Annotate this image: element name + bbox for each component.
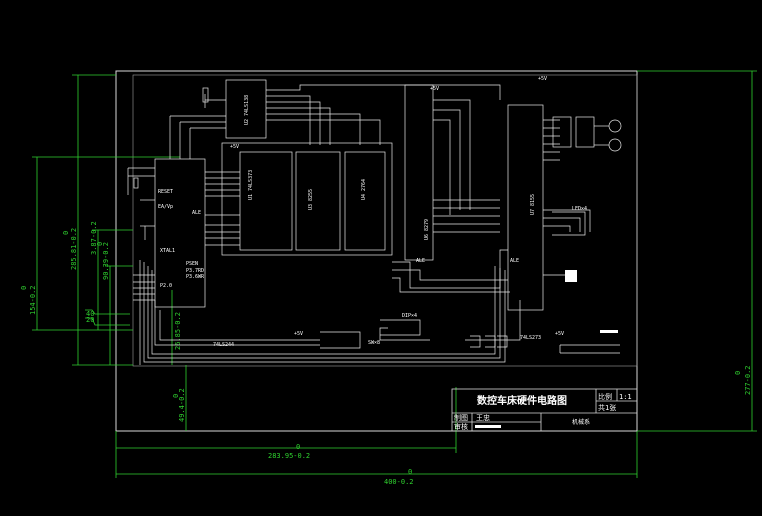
label-reset: RESET <box>158 189 173 195</box>
resistor-bar <box>600 330 618 333</box>
label-supply5: +5V <box>555 331 564 337</box>
dim-left-mid1: 3.87-0.2 <box>90 221 98 255</box>
outer-frame <box>115 70 638 432</box>
dim-left-small: 26.85-0.2 <box>174 312 182 350</box>
title-block-check-label: 审核 <box>454 422 468 431</box>
title-block <box>451 388 638 432</box>
dim-zero-1: 0 <box>62 231 70 235</box>
dim-zero-7: 0 <box>734 371 742 375</box>
dim-left-small2: 40 <box>86 310 94 318</box>
dim-zero-6: 0 <box>408 468 412 476</box>
label-u6: U6 8279 <box>424 219 430 240</box>
label-supply3: +5V <box>538 76 547 82</box>
dim-left-far: 154-0.2 <box>29 285 37 315</box>
label-ale3: ALE <box>510 258 519 264</box>
label-u3: U3 8255 <box>308 189 314 210</box>
title-block-drawn-label: 制图 <box>454 413 468 422</box>
label-p20: P2.0 <box>160 283 172 289</box>
label-u4: U4 2764 <box>361 179 367 200</box>
title-block-drawn-name: 王忠 <box>476 414 490 422</box>
title-block-school: 机械系 <box>572 418 590 426</box>
label-supply4: +5V <box>294 331 303 337</box>
dim-zero-4: 0 <box>172 394 180 398</box>
led-indicator <box>565 270 577 282</box>
title-block-sheet: 共1张 <box>598 403 616 412</box>
dimension-lines <box>32 70 757 478</box>
dim-left-bottom: 49.4-0.2 <box>178 388 186 422</box>
label-supply2: +5V <box>430 86 439 92</box>
label-u7: U7 8155 <box>530 194 536 215</box>
dim-zero-5: 0 <box>296 443 300 451</box>
dim-bottom-outer: 400-0.2 <box>384 478 414 486</box>
title-block-bar <box>475 425 501 428</box>
label-ale2: ALE <box>416 258 425 264</box>
label-wr: P3.6WR <box>186 274 205 280</box>
label-dip: DIP×4 <box>402 313 417 319</box>
label-xtal: XTAL1 <box>160 248 175 254</box>
label-display: LED×4 <box>572 206 587 212</box>
label-sw: SW×8 <box>368 340 380 346</box>
title-block-scale-label: 比例 <box>598 392 612 401</box>
dim-right-outer: 277-0.2 <box>744 365 752 395</box>
label-supply: +5V <box>230 144 239 150</box>
title-block-title: 数控车床硬件电路图 <box>477 394 567 407</box>
label-ale: ALE <box>192 210 201 216</box>
dim-left-mid2: 90.39-0.2 <box>102 242 110 280</box>
dim-zero-3: 0 <box>20 286 28 290</box>
dim-zero-2: 0 <box>96 242 104 246</box>
title-block-scale-value: 1:1 <box>619 393 632 401</box>
dim-left-small3: 20 <box>86 316 94 324</box>
dim-left-outer: 285.81-0.2 <box>70 228 78 270</box>
label-ea: EA/Vp <box>158 204 173 210</box>
label-rd: P3.7RD <box>186 268 204 274</box>
dim-bottom-inner: 283.95-0.2 <box>268 452 310 460</box>
label-ls273: 74LS273 <box>520 335 541 341</box>
label-u2: U2 74LS138 <box>244 95 250 125</box>
label-u1: U1 74LS373 <box>248 170 254 200</box>
schematic-wires <box>127 79 622 365</box>
label-psen: PSEN <box>186 261 198 267</box>
inner-frame <box>132 74 638 367</box>
label-ls244: 74LS244 <box>213 342 234 348</box>
